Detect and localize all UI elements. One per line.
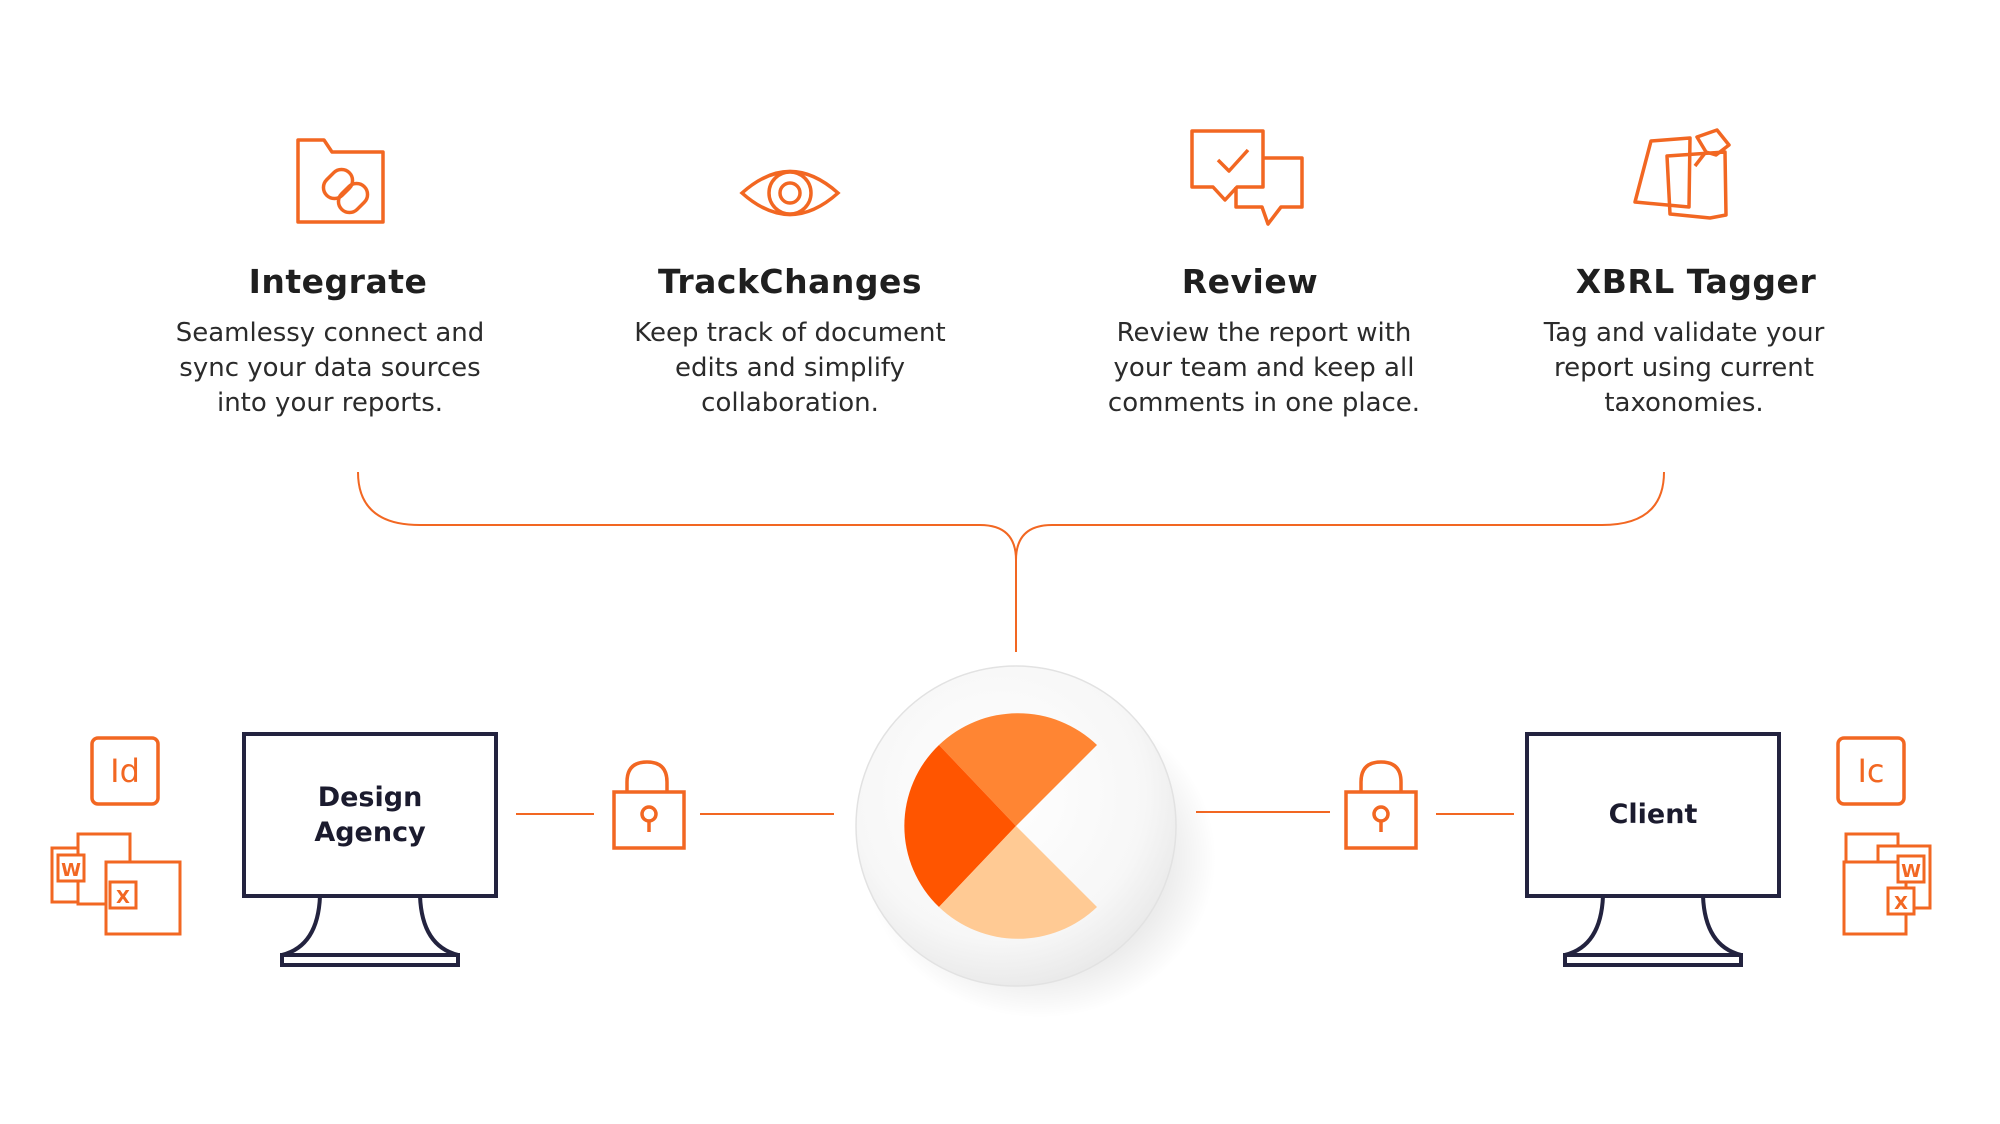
feature-description-integrate: Seamlessy connect and sync your data sou… [175, 318, 485, 418]
feature-description-xbrl-tagger: Tag and validate your report using curre… [1543, 318, 1825, 418]
feature-title-xbrl-tagger: XBRL Tagger [1575, 262, 1817, 301]
feature-title-review: Review [1181, 262, 1319, 301]
indesign-badge-text: Id [110, 752, 140, 790]
eye-icon [739, 169, 841, 217]
folder-link-icon [296, 138, 385, 224]
bracket-connector [357, 471, 1665, 652]
office-files-icon: W X [50, 832, 182, 936]
incopy-file-icon: Ic [1836, 736, 1906, 806]
monitor-icon [1525, 732, 1781, 967]
hub-logo-icon [855, 665, 1216, 1018]
excel-badge-text: X [116, 887, 130, 908]
feature-description-review: Review the report with your team and kee… [1107, 318, 1421, 418]
feature-title-trackchanges: TrackChanges [657, 262, 923, 301]
pinned-documents-icon [1633, 128, 1731, 220]
client-label: Client [1608, 799, 1698, 830]
word-badge-text: W [61, 860, 81, 881]
chat-check-icon [1190, 129, 1304, 226]
word-badge-text: W [1901, 861, 1921, 882]
feature-title-integrate: Integrate [248, 262, 428, 301]
design-agency-label: Design Agency [314, 782, 426, 848]
indesign-file-icon: Id [90, 736, 160, 806]
lock-icon [1344, 760, 1418, 850]
lock-icon [612, 760, 686, 850]
right-connector-lines [1196, 811, 1514, 815]
office-files-icon: W X [1842, 832, 1932, 936]
feature-description-trackchanges: Keep track of document edits and simplif… [634, 318, 946, 418]
excel-badge-text: X [1894, 893, 1908, 914]
monitor-icon [242, 732, 498, 967]
incopy-badge-text: Ic [1857, 752, 1884, 790]
